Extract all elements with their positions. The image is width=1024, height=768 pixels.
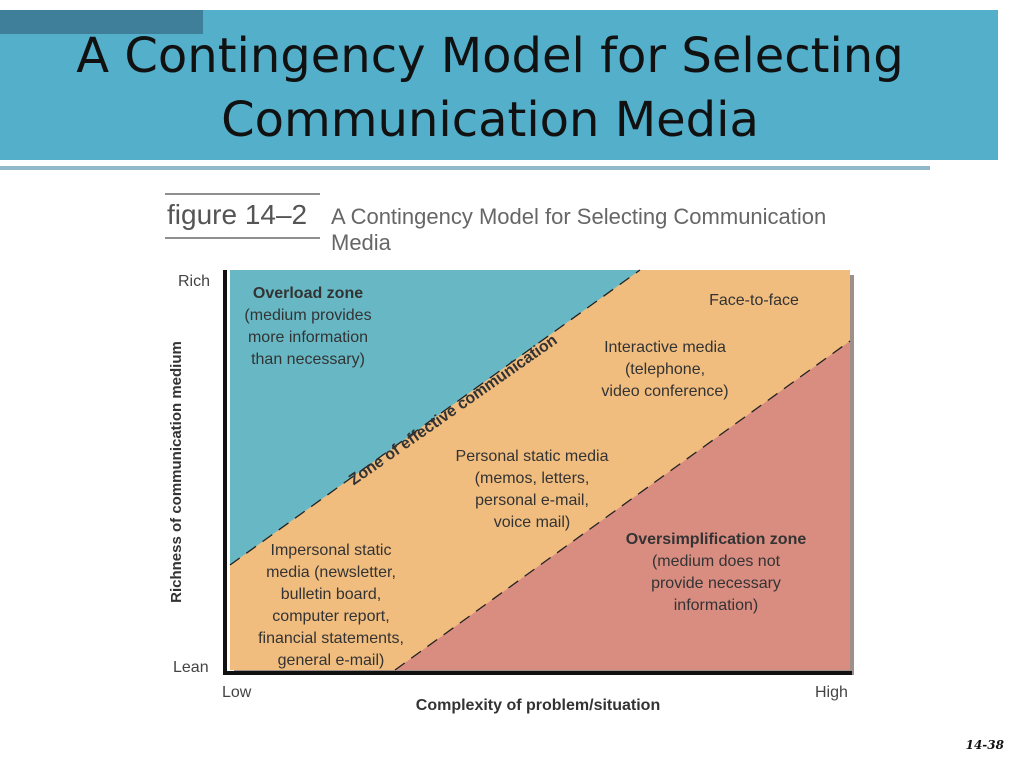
y-axis-title: Richness of communication medium: [168, 341, 185, 603]
figure-caption: figure 14–2 A Contingency Model for Sele…: [165, 193, 865, 273]
interactive-media-line-3: video conference): [601, 383, 728, 400]
impersonal-static-media-line-3: bulletin board,: [281, 586, 382, 603]
y-axis-top-label: Rich: [178, 273, 210, 290]
title-band: [0, 10, 998, 170]
lower-zone-boundary: [394, 340, 851, 671]
overload-zone-description-line-1: (medium provides: [244, 307, 371, 324]
page-number: 14-38: [965, 738, 1004, 752]
figure-number: figure 14–2: [167, 199, 308, 230]
slide-title-line-2: Communication Media: [221, 92, 759, 148]
oversimplification-zone-description-line-2: provide necessary: [651, 575, 781, 592]
impersonal-static-media-line-2: media (newsletter,: [266, 564, 396, 581]
overload-zone-description-line-2: more information: [248, 329, 368, 346]
figure-title: A Contingency Model for Selecting Commun…: [331, 204, 827, 255]
slide-title-line-1: A Contingency Model for Selecting: [76, 28, 904, 84]
personal-static-media-line-1: Personal static media: [456, 448, 609, 465]
caption-bottom-rule: [165, 237, 320, 239]
impersonal-static-media-line-6: general e-mail): [278, 652, 385, 669]
x-axis-right-label: High: [815, 684, 848, 701]
personal-static-media-line-2: (memos, letters,: [475, 470, 590, 487]
y-axis-bottom-label: Lean: [173, 659, 209, 676]
overload-zone-title: Overload zone: [253, 285, 363, 302]
oversimplification-zone-description-line-3: information): [674, 597, 758, 614]
x-axis-title: Complexity of problem/situation: [416, 697, 660, 714]
impersonal-static-media-line-4: computer report,: [272, 608, 389, 625]
upper-zone-boundary: [229, 269, 641, 566]
slide-title: A Contingency Model for Selecting Commun…: [40, 24, 940, 152]
personal-static-media-line-4: voice mail): [494, 514, 570, 531]
overload-zone-description-line-3: than necessary): [251, 351, 365, 368]
interactive-media-line-2: (telephone,: [625, 361, 705, 378]
face-to-face-label: Face-to-face: [709, 292, 799, 309]
title-bottom-rule: [0, 166, 930, 170]
title-accent-tab: [0, 10, 203, 34]
oversimplification-zone-title: Oversimplification zone: [626, 531, 807, 548]
interactive-media-line-1: Interactive media: [604, 339, 726, 356]
caption-top-rule: [165, 193, 320, 195]
impersonal-static-media-line-5: financial statements,: [258, 630, 404, 647]
x-axis-left-label: Low: [222, 684, 252, 701]
impersonal-static-media-line-1: Impersonal static: [271, 542, 392, 559]
personal-static-media-line-3: personal e-mail,: [475, 492, 589, 509]
oversimplification-zone-description-line-1: (medium does not: [652, 553, 781, 570]
